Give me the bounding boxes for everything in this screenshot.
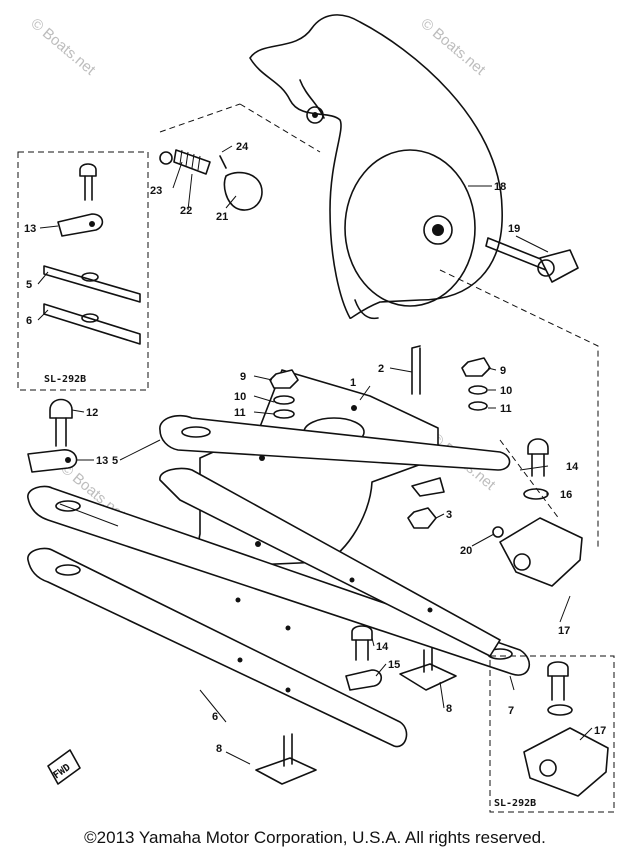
leader-lines <box>159 103 599 548</box>
callout-14b: 14 <box>376 641 389 653</box>
callout-9a: 9 <box>240 371 246 383</box>
plate-holes <box>235 577 433 693</box>
copyright-footer: ©2013 Yamaha Motor Corporation, U.S.A. A… <box>84 828 546 847</box>
callout-1: 1 <box>350 377 356 389</box>
callout-numbers: 18 19 24 23 22 21 13 5 6 9 10 11 2 1 9 1… <box>24 141 606 755</box>
callout-5b: 5 <box>112 455 118 467</box>
callout-5a: 5 <box>26 279 32 291</box>
callout-14a: 14 <box>566 461 579 473</box>
cowling-part <box>249 14 503 320</box>
callout-22: 22 <box>180 205 192 217</box>
callout-16: 16 <box>560 489 572 501</box>
inset-box-bottom: SL-292B <box>489 655 615 813</box>
hardware <box>27 345 583 785</box>
callout-10a: 10 <box>234 391 246 403</box>
callout-21: 21 <box>216 211 228 223</box>
callout-6b: 6 <box>212 711 218 723</box>
callout-23: 23 <box>150 185 162 197</box>
knob-spring-assembly <box>159 149 263 211</box>
callout-24: 24 <box>236 141 249 153</box>
callout-2: 2 <box>378 363 384 375</box>
callout-18: 18 <box>494 181 506 193</box>
inset-label-top: SL-292B <box>44 374 86 385</box>
callout-leaders <box>37 145 593 765</box>
callout-3: 3 <box>446 509 452 521</box>
watermark-1: © Boats.net <box>27 15 99 79</box>
callout-13b: 13 <box>96 455 108 467</box>
callout-19: 19 <box>508 223 520 235</box>
callout-7: 7 <box>508 705 514 717</box>
runner-plates <box>27 414 531 748</box>
callout-11b: 11 <box>500 403 512 415</box>
inset-label-bottom: SL-292B <box>494 798 536 809</box>
callout-17a: 17 <box>558 625 570 637</box>
callout-6a: 6 <box>26 315 32 327</box>
callout-20: 20 <box>460 545 472 557</box>
callout-10b: 10 <box>500 385 512 397</box>
callout-8b: 8 <box>216 743 222 755</box>
callout-9b: 9 <box>500 365 506 377</box>
callout-8a: 8 <box>446 703 452 715</box>
inset-box-top: SL-292B <box>17 151 149 391</box>
callout-15: 15 <box>388 659 400 671</box>
pin-part <box>485 237 579 283</box>
callout-11a: 11 <box>234 407 246 419</box>
callout-13a: 13 <box>24 223 36 235</box>
callout-17b: 17 <box>594 725 606 737</box>
fwd-direction-arrow: FWD <box>47 749 81 785</box>
callout-12: 12 <box>86 407 98 419</box>
parts-diagram: © Boats.net © Boats.net © Boats.net © Bo… <box>17 14 615 813</box>
